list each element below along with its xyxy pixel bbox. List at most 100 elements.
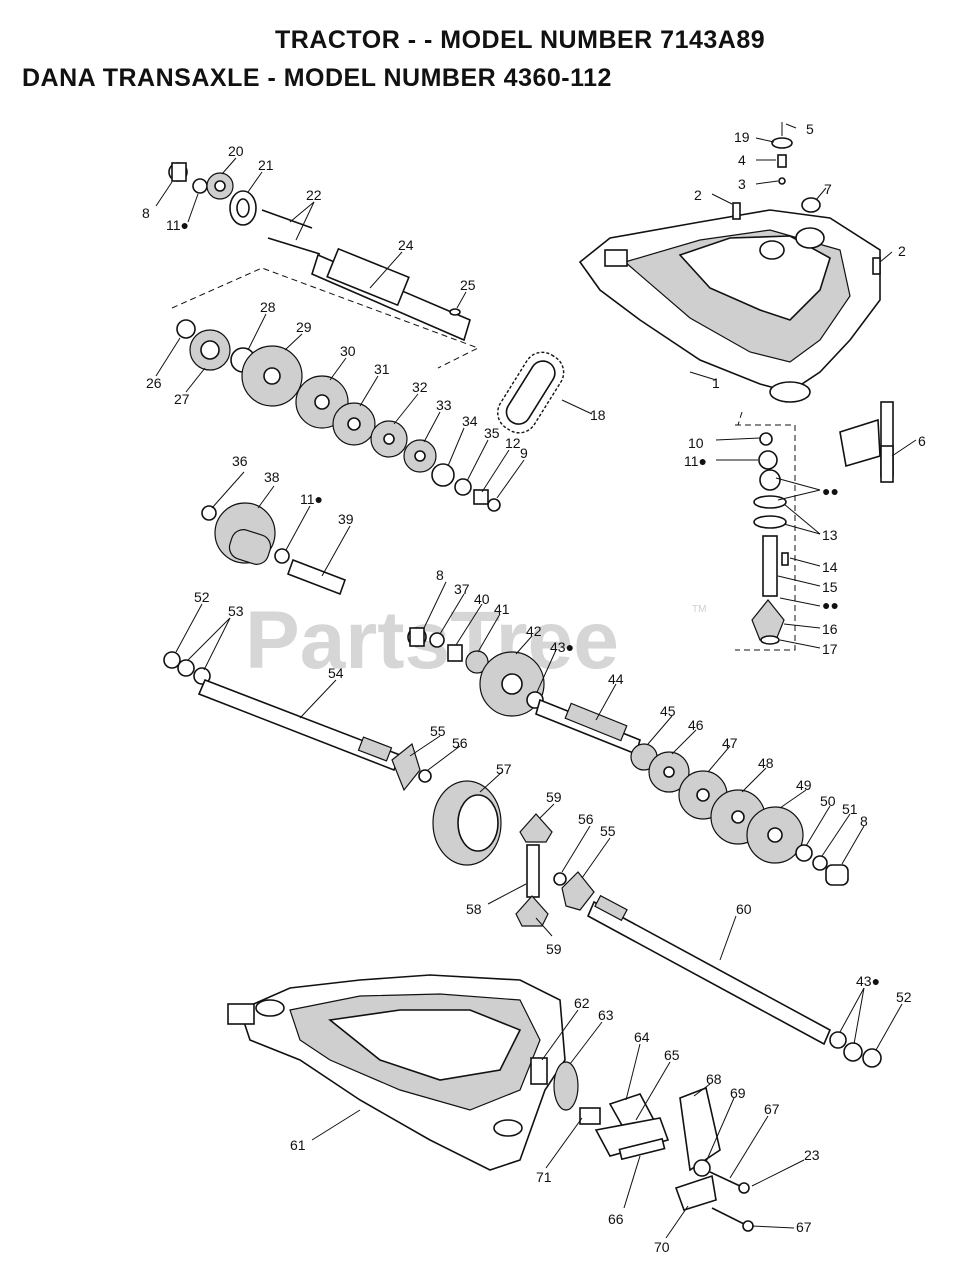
callout-39: 39	[338, 511, 354, 527]
part-11-ring-right	[758, 450, 778, 470]
callout-13: 13	[822, 527, 838, 543]
callout-68: 68	[706, 1071, 722, 1087]
callout-18: 18	[590, 407, 606, 423]
callout-33: 33	[436, 397, 452, 413]
callout-5: 5	[806, 121, 814, 137]
part-18-chain	[497, 351, 565, 434]
part-34-washer	[431, 463, 455, 487]
callout-15: 15	[822, 579, 838, 595]
part-37-washer	[429, 632, 445, 648]
callout-9: 9	[520, 445, 528, 461]
callout-50: 50	[820, 793, 836, 809]
callout-6: 6	[918, 433, 926, 449]
part-4-plug	[777, 154, 787, 168]
callout-11-top: 11●	[166, 217, 189, 233]
callout-48: 48	[758, 755, 774, 771]
callout-30: 30	[340, 343, 356, 359]
part-25-key	[449, 308, 461, 316]
callout-65: 65	[664, 1047, 680, 1063]
callout-47: 47	[722, 735, 738, 751]
part-53-washer-a	[177, 659, 195, 677]
callout-8-mid: 8	[436, 567, 444, 583]
callout-31: 31	[374, 361, 390, 377]
callout-14: 14	[822, 559, 838, 575]
callout-labels: 20 21 8 11● 22 2 4 25 28 29 2 6 27 30 31 3…	[142, 121, 926, 1255]
part-10-ring	[759, 432, 773, 446]
part-16-gear	[751, 599, 785, 641]
part-55-bevel-gear	[391, 742, 421, 792]
callout-2-left: 2	[694, 187, 702, 203]
callout-59-bottom: 59	[546, 941, 562, 957]
callout-40: 40	[474, 591, 490, 607]
part-56-washer-right	[553, 872, 567, 886]
callout-41: 41	[494, 601, 510, 617]
differential-assembly	[432, 780, 595, 927]
part-9-washer	[487, 498, 501, 512]
callout-8-top: 8	[142, 205, 150, 221]
callout-35: 35	[484, 425, 500, 441]
callout-63: 63	[598, 1007, 614, 1023]
callout-58: 58	[466, 901, 482, 917]
callout-11-right: 11●	[684, 453, 707, 469]
part-65-bracket	[594, 1117, 670, 1157]
part-39-shaft	[286, 558, 347, 596]
part-8-bushing-right	[825, 864, 849, 886]
part-63-disc	[553, 1061, 579, 1111]
callout-25: 25	[460, 277, 476, 293]
callout-52-right: 52	[896, 989, 912, 1005]
callout-4: 4	[738, 152, 746, 168]
callout-36: 36	[232, 453, 248, 469]
diagram-title-tractor: TRACTOR - - MODEL NUMBER 7143A89	[275, 26, 766, 54]
callout-67-bottom: 67	[796, 1219, 812, 1235]
callout-1: 1	[712, 375, 720, 391]
part-56-washer	[418, 769, 432, 783]
callout-70: 70	[654, 1239, 670, 1255]
part-43-washer-right	[829, 1031, 847, 1049]
gear-row-upper	[176, 319, 501, 512]
callout-55-left: 55	[430, 723, 446, 739]
callout-71: 71	[536, 1169, 552, 1185]
part-7-plug	[801, 197, 821, 213]
part-67-bolt-b	[711, 1207, 745, 1225]
shaft-44-assembly	[535, 698, 849, 886]
shift-shaft-stack	[751, 432, 789, 645]
part-59-pinion-top	[519, 813, 553, 843]
callout-37: 37	[454, 581, 470, 597]
callout-62: 62	[574, 995, 590, 1011]
gear-train-middle	[407, 627, 545, 717]
callout-64: 64	[634, 1029, 650, 1045]
part-66-pin	[618, 1137, 666, 1161]
callout-42: 42	[526, 623, 542, 639]
part-19-cap	[771, 137, 793, 149]
part-17-ring	[760, 635, 780, 645]
callout-21: 21	[258, 157, 274, 173]
callout-69: 69	[730, 1085, 746, 1101]
part-22-key-b	[267, 237, 321, 255]
part-58-shaft	[526, 844, 540, 898]
part-11-ring	[192, 178, 208, 194]
part-60-axle	[586, 900, 832, 1046]
diagram-title-transaxle: DANA TRANSAXLE - MODEL NUMBER 4360-112	[22, 64, 612, 92]
part-70-plate	[674, 1174, 717, 1211]
callout-34: 34	[462, 413, 478, 429]
part-52-seal	[163, 651, 181, 669]
part-22-key-a	[261, 209, 313, 229]
shaft-assembly-top	[168, 162, 471, 342]
callout-2-right: 2	[898, 243, 906, 259]
callout-28: 28	[260, 299, 276, 315]
callout-56-left: 56	[452, 735, 468, 751]
callout-22: 22	[306, 187, 322, 203]
part-50-washer	[795, 844, 813, 862]
callout-54: 54	[328, 665, 344, 681]
callout-57: 57	[496, 761, 512, 777]
callout-53: 53	[228, 603, 244, 619]
callout-27: 27	[174, 391, 190, 407]
callout-12: 12	[505, 435, 521, 451]
part-62-bushing	[530, 1057, 548, 1085]
callout-dots-b: ●●	[822, 597, 839, 613]
part-23-nut	[738, 1182, 750, 1194]
callout-20: 20	[228, 143, 244, 159]
part-55-bevel-gear-right	[561, 871, 595, 911]
callout-29: 29	[296, 319, 312, 335]
